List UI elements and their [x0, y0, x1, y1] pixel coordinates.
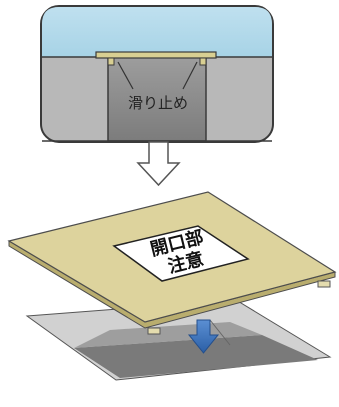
warning-sign-panel [112, 225, 250, 282]
leader-left [117, 61, 134, 90]
leader-right [182, 61, 198, 90]
section-cover-plate [95, 51, 217, 59]
stopper-right [199, 57, 207, 66]
stopper-block-left [147, 327, 161, 335]
down-arrow-outline [136, 141, 181, 187]
floor-opening [74, 335, 318, 378]
section-pit [107, 56, 207, 142]
section-sky [42, 7, 272, 57]
stopper-left [107, 57, 115, 66]
section-label: 滑り止め [128, 94, 188, 112]
opening-floor [25, 299, 332, 381]
cross-section: 滑り止め [40, 5, 274, 143]
stopper-block-right [317, 280, 331, 288]
drop-arrow [187, 319, 220, 354]
floor-opening-wall [74, 322, 262, 348]
